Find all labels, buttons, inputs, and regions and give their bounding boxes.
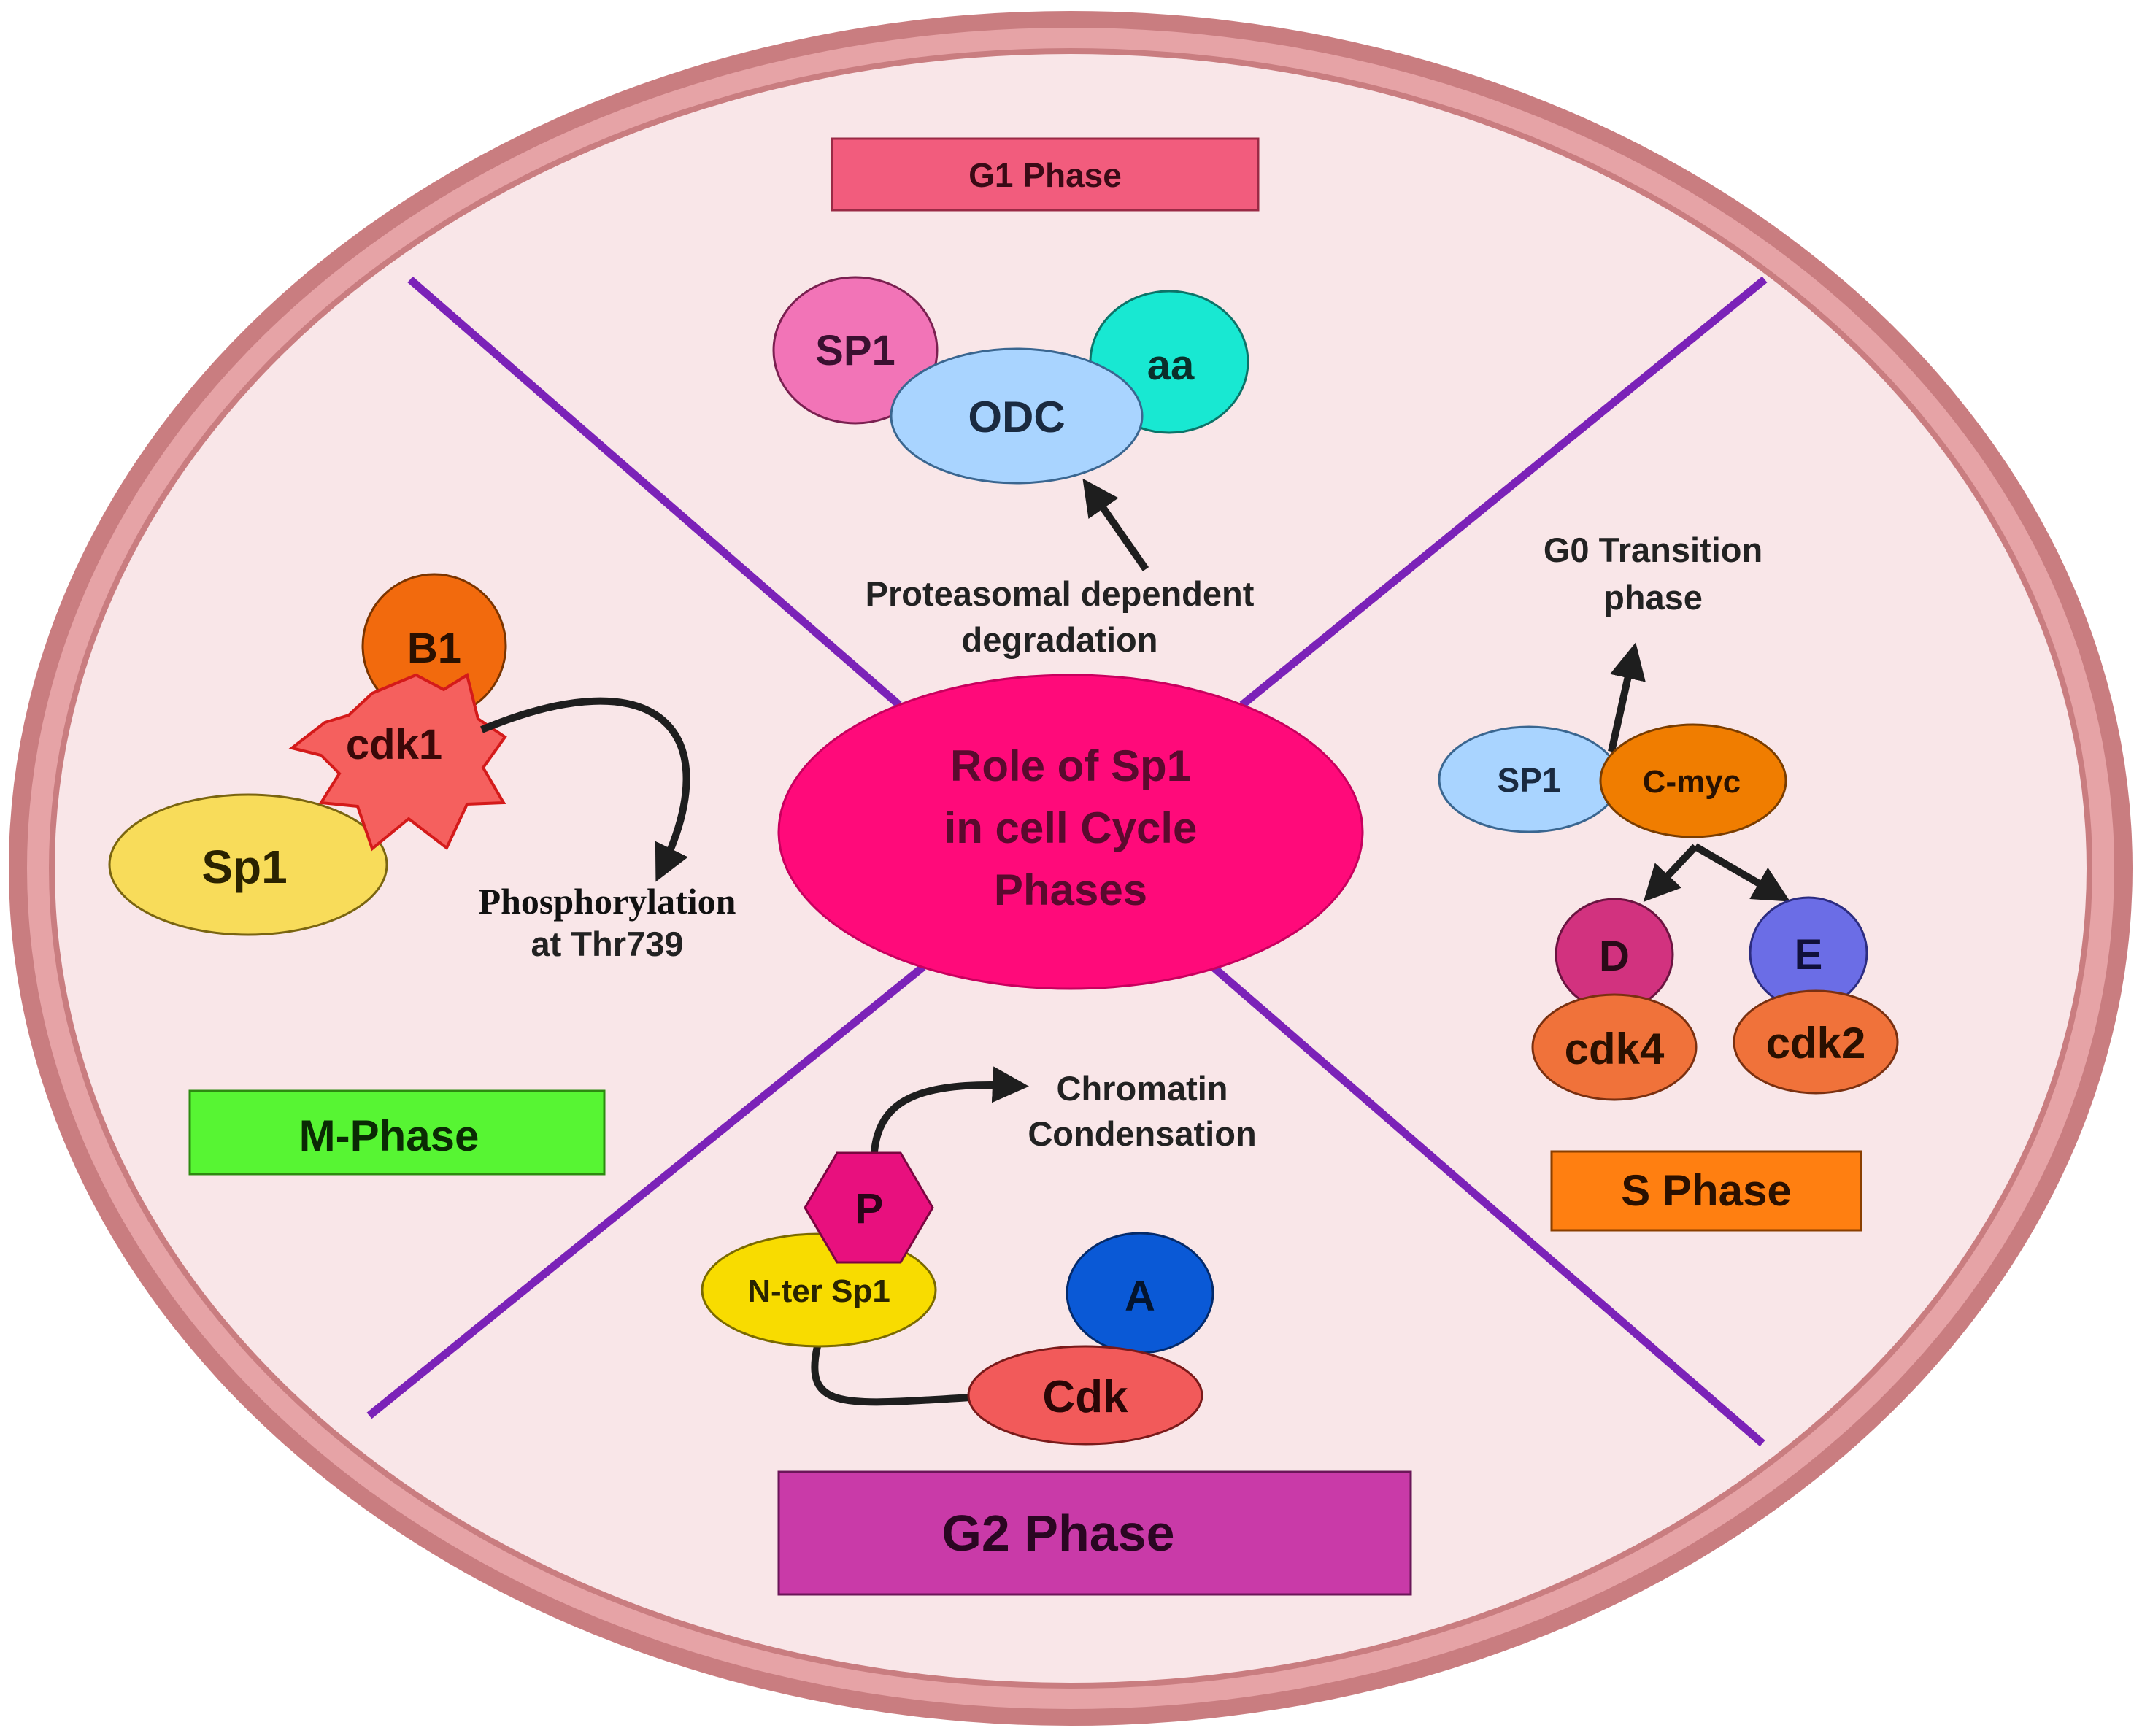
s-e-label: E xyxy=(1795,931,1823,979)
s-cdk2-label: cdk2 xyxy=(1766,1019,1866,1068)
s-sp1-label: SP1 xyxy=(1498,761,1561,799)
s-branch-arrow-d xyxy=(1643,844,1698,902)
m-caption-line2: at Thr739 xyxy=(531,925,684,963)
s-cdk4-label: cdk4 xyxy=(1565,1025,1665,1073)
g1-sp1-label: SP1 xyxy=(815,327,895,374)
m-b1-label: B1 xyxy=(407,625,461,672)
s-transition-line2: phase xyxy=(1603,578,1703,617)
m-cdk1-star xyxy=(288,672,507,852)
g2-cdk-label: Cdk xyxy=(1042,1372,1128,1422)
g2-linker-curve xyxy=(811,1345,971,1406)
m-cdk1-label: cdk1 xyxy=(346,721,442,768)
s-d-label: D xyxy=(1599,933,1630,980)
s-cmyc-label: C-myc xyxy=(1643,764,1741,800)
g1-degradation-arrow xyxy=(1082,478,1149,571)
divider-bottom-right xyxy=(1210,963,1765,1447)
s-branch-arrow-e xyxy=(1693,843,1790,902)
g1-odc-label: ODC xyxy=(968,393,1065,441)
m-phase-label: M-Phase xyxy=(299,1111,479,1160)
g2-a-label: A xyxy=(1125,1273,1155,1320)
g1-caption-line2: degradation xyxy=(962,620,1158,659)
center-title-line3: Phases xyxy=(994,865,1147,914)
m-phosphorylation-arrow xyxy=(480,697,690,882)
m-phase-box xyxy=(188,1089,606,1176)
g1-odc-node xyxy=(890,347,1144,485)
center-title-line1: Role of Sp1 xyxy=(950,741,1191,790)
s-cdk4-node xyxy=(1531,993,1698,1101)
g1-caption-line1: Proteasomal dependent xyxy=(866,574,1255,613)
g1-phase-box xyxy=(831,137,1260,212)
g2-caption-line1: Chromatin xyxy=(1057,1069,1228,1108)
s-phase-box xyxy=(1550,1150,1862,1232)
m-sp1-node xyxy=(108,793,388,936)
g2-p-hexagon xyxy=(804,1151,934,1264)
divider-bottom-left xyxy=(366,963,926,1419)
g1-aa-label: aa xyxy=(1147,342,1195,389)
s-g0-arrow xyxy=(1608,642,1646,753)
s-transition-line1: G0 Transition xyxy=(1544,531,1762,569)
m-caption-line1: Phosphorylation xyxy=(479,881,736,922)
g2-nter-sp1-label: N-ter Sp1 xyxy=(747,1273,890,1309)
s-cdk2-node xyxy=(1733,989,1899,1095)
center-ellipse xyxy=(777,674,1364,990)
g2-p-label: P xyxy=(855,1185,884,1232)
g2-phase-label: G2 Phase xyxy=(941,1505,1174,1562)
m-sp1-label: Sp1 xyxy=(201,841,287,893)
center-title-line2: in cell Cycle xyxy=(944,803,1198,852)
g1-phase-label: G1 Phase xyxy=(968,156,1122,194)
s-phase-label: S Phase xyxy=(1621,1166,1791,1215)
g2-phase-box xyxy=(777,1470,1412,1596)
g2-caption-line2: Condensation xyxy=(1028,1114,1256,1153)
g1-sp1-node xyxy=(772,276,939,425)
s-cmyc-node xyxy=(1599,723,1787,838)
divider-top-right xyxy=(1239,276,1768,709)
divider-top-left xyxy=(407,276,902,709)
g2-cdk-node xyxy=(967,1345,1203,1446)
